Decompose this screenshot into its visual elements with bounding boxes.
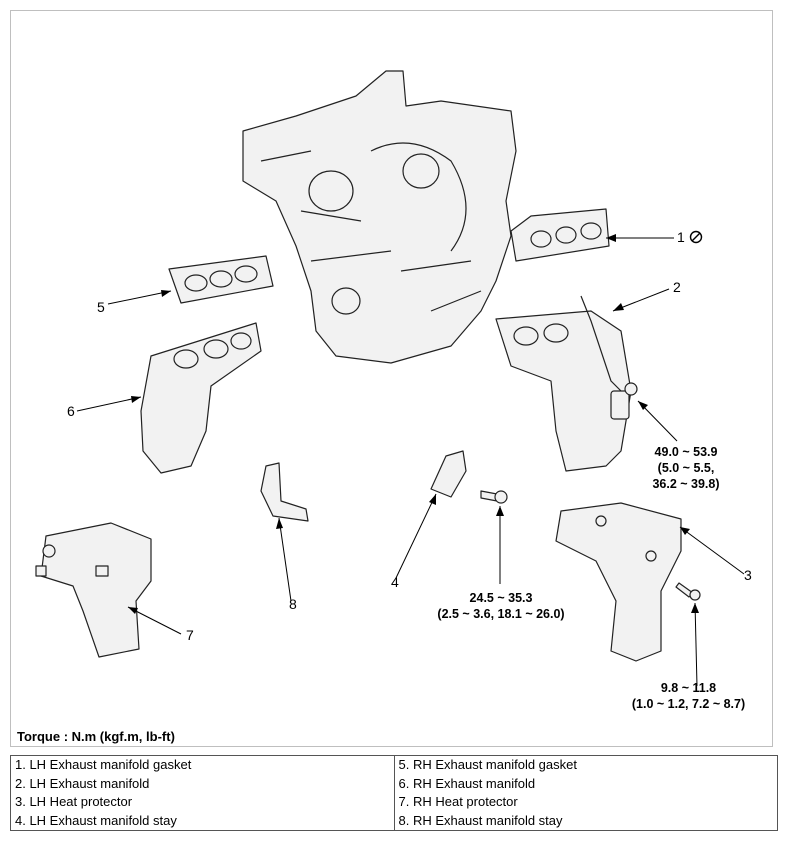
lh-heat-protector	[555, 502, 682, 662]
torque-lh-manifold-nut: 49.0 ~ 53.9 (5.0 ~ 5.5, 36.2 ~ 39.8)	[652, 445, 720, 491]
exploded-diagram: 1 2 3 4 5 6 7 8 49.0 ~ 53.9 (5.0 ~ 5.5, …	[10, 10, 773, 747]
legend-item: 3. LH Heat protector	[15, 794, 133, 809]
engine-pulley	[308, 170, 354, 212]
engine-block	[242, 70, 517, 364]
torque-heat-protector-bolt: 9.8 ~ 11.8 (1.0 ~ 1.2, 7.2 ~ 8.7)	[631, 681, 746, 711]
callout-3: 3	[744, 567, 752, 583]
rh-manifold	[140, 322, 262, 474]
legend-item: 2. LH Exhaust manifold	[15, 775, 150, 791]
callout-2: 2	[673, 279, 681, 295]
callout-8: 8	[289, 596, 297, 612]
legend-item: 4. LH Exhaust manifold stay	[15, 812, 177, 828]
callout-6: 6	[67, 403, 75, 419]
engine-pulley	[402, 153, 440, 189]
timing-chain	[370, 142, 467, 252]
legend-item: 1. LH Exhaust manifold gasket	[15, 757, 192, 772]
legend-right-column: 5. RH Exhaust manifold gasket 6. RH Exha…	[393, 755, 778, 831]
callout-5: 5	[97, 299, 105, 315]
callout-4: 4	[391, 574, 399, 590]
rh-stay	[260, 462, 309, 522]
diagram-drawing	[35, 70, 745, 687]
lh-manifold	[495, 310, 632, 472]
rh-heat-protector	[40, 522, 152, 658]
torque-stay-bolt: 24.5 ~ 35.3 (2.5 ~ 3.6, 18.1 ~ 26.0)	[437, 591, 565, 621]
lh-stay	[430, 450, 467, 498]
lh-manifold-nut	[624, 382, 638, 396]
legend-item: 7. RH Heat protector	[398, 794, 518, 809]
engine-pulley	[331, 287, 361, 315]
legend-item: 6. RH Exhaust manifold	[398, 775, 536, 791]
legend-item: 8. RH Exhaust manifold stay	[398, 812, 563, 828]
callout-7: 7	[186, 627, 194, 643]
legend-item: 5. RH Exhaust manifold gasket	[398, 757, 577, 772]
heat-protector-bolt	[675, 582, 694, 598]
torque-unit-note: Torque : N.m (kgf.m, lb-ft)	[17, 729, 175, 744]
legend-left-column: 1. LH Exhaust manifold gasket 2. LH Exha…	[10, 755, 395, 831]
parts-legend: 1. LH Exhaust manifold gasket 2. LH Exha…	[10, 755, 778, 831]
callout-1: 1	[677, 229, 685, 245]
no-reuse-icon	[689, 230, 703, 244]
